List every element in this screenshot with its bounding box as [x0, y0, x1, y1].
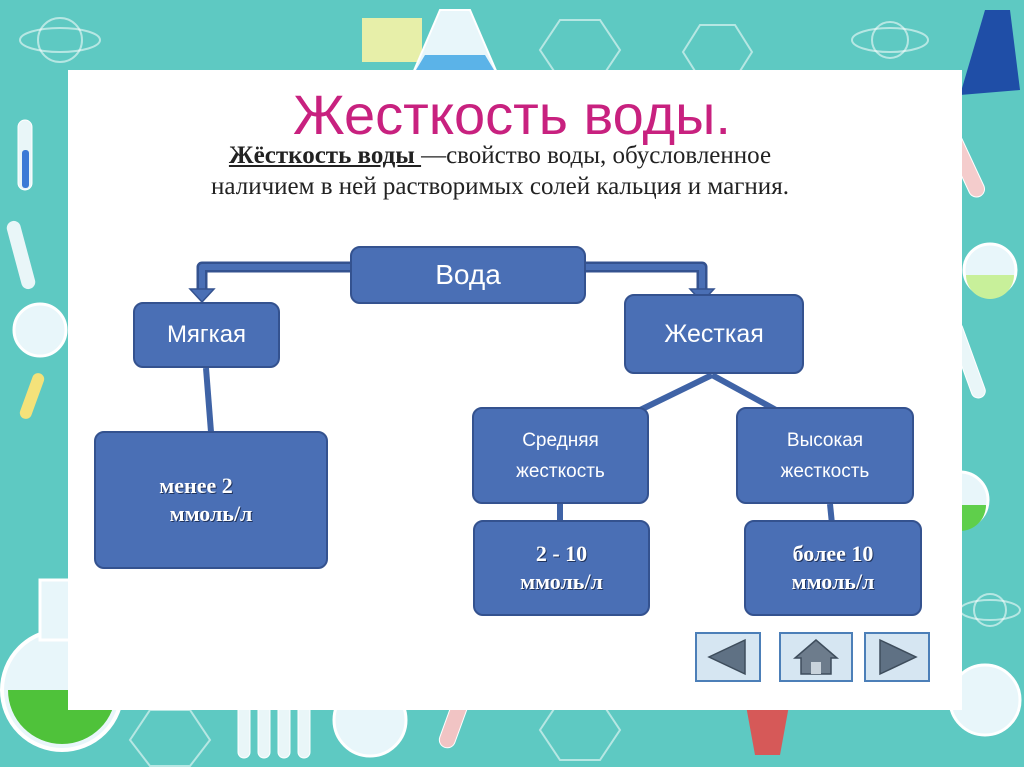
node-soft-value: менее 2 ммоль/л	[94, 431, 328, 569]
node-hard-label: Жесткая	[664, 319, 764, 348]
node-water-label: Вода	[435, 259, 501, 290]
prev-button[interactable]	[695, 632, 761, 682]
node-high: Высокая жесткость	[736, 407, 914, 504]
soft-value-line-2: ммоль/л	[169, 501, 253, 526]
node-soft-label: Мягкая	[166, 321, 247, 348]
high-value-line-1: более 10	[792, 541, 874, 566]
high-line-1: Высокая	[786, 429, 864, 451]
node-medium: Средняя жесткость	[472, 407, 649, 504]
definition-text: Жёсткость воды —свойство воды, обусловле…	[110, 140, 890, 202]
medium-line-1: Средняя	[522, 429, 599, 451]
node-hard: Жесткая	[624, 294, 804, 374]
node-water: Вода	[350, 246, 586, 304]
medium-value-line-1: 2 - 10	[535, 541, 588, 566]
high-line-2: жесткость	[780, 460, 870, 482]
home-button[interactable]	[779, 632, 853, 682]
high-value-line-2: ммоль/л	[791, 569, 875, 594]
node-soft: Мягкая	[133, 302, 280, 368]
soft-value-line-1: менее 2	[159, 473, 233, 498]
medium-value-line-2: ммоль/л	[520, 569, 603, 594]
medium-line-2: жесткость	[516, 460, 605, 482]
triangle-left-icon	[707, 638, 746, 676]
triangle-right-icon	[879, 638, 918, 676]
node-medium-value: 2 - 10 ммоль/л	[473, 520, 650, 616]
home-icon	[792, 639, 840, 675]
node-high-value: более 10 ммоль/л	[744, 520, 922, 616]
slide-title: Жесткость воды.	[293, 83, 731, 146]
definition-line-1: —свойство воды, обусловленное	[421, 142, 772, 169]
definition-term: Жёсткость воды	[228, 142, 422, 169]
next-button[interactable]	[864, 632, 930, 682]
definition-line-2: наличием в ней растворимых солей кальция…	[211, 173, 789, 200]
